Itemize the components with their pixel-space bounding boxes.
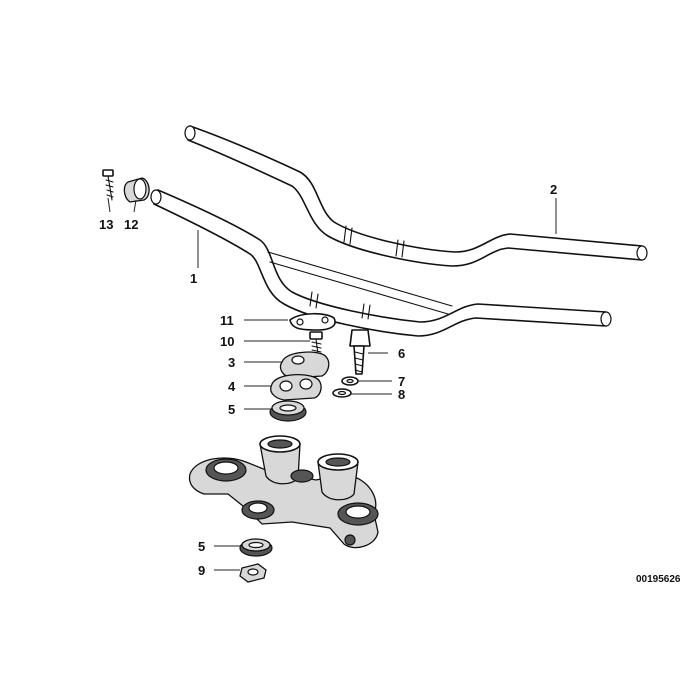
callout-12: 12 <box>124 217 138 232</box>
screw-part-13[interactable] <box>102 169 114 201</box>
callout-labels: 1 2 13 12 11 10 3 4 5 6 7 8 5 9 <box>99 182 557 578</box>
handlebar-2[interactable] <box>184 125 648 267</box>
handlebar-1-left-end <box>150 189 162 205</box>
handlebar-2-end <box>636 245 648 261</box>
handlebar-1-end <box>600 311 612 327</box>
callout-5-lower: 5 <box>198 539 205 554</box>
callout-9: 9 <box>198 563 205 578</box>
callout-5-upper: 5 <box>228 402 235 417</box>
handlebar-2-left-end <box>184 125 196 141</box>
handlebar-1[interactable] <box>150 189 612 337</box>
callout-11: 11 <box>220 313 234 328</box>
rubber-bushing-part-5-upper[interactable] <box>269 400 307 422</box>
callout-8: 8 <box>398 387 405 402</box>
lock-washer-part-7[interactable] <box>341 376 359 386</box>
callout-4: 4 <box>228 379 236 394</box>
bar-end-weight-part-12[interactable] <box>123 177 150 203</box>
cover-cap-part-11[interactable] <box>289 312 336 331</box>
callout-6: 6 <box>398 346 405 361</box>
bolt-part-10[interactable] <box>309 331 323 355</box>
callout-2: 2 <box>550 182 557 197</box>
washer-part-8[interactable] <box>332 388 352 398</box>
callout-13: 13 <box>99 217 113 232</box>
callout-10: 10 <box>220 334 234 349</box>
leader-lines <box>107 197 557 571</box>
callout-3: 3 <box>228 355 235 370</box>
callout-1: 1 <box>190 271 197 286</box>
bolt-part-6[interactable] <box>349 329 371 375</box>
clamp-upper-part-3[interactable] <box>279 351 330 379</box>
nut-part-9[interactable] <box>239 563 267 583</box>
rubber-bushing-part-5-lower[interactable] <box>239 538 273 557</box>
fork-bridge[interactable] <box>188 435 379 549</box>
clamp-lower-part-4[interactable] <box>270 373 322 401</box>
diagram-reference-code: 00195626 <box>636 574 681 585</box>
callout-7: 7 <box>398 374 405 389</box>
